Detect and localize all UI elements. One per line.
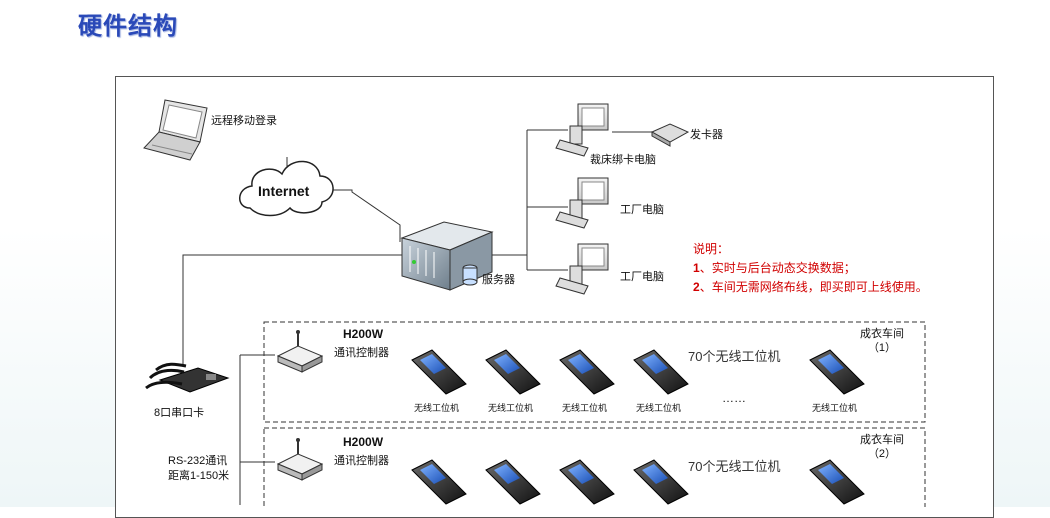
workshop-2-count: 70个无线工位机: [688, 459, 781, 474]
factory-pc-2-label: 工厂电脑: [620, 271, 664, 283]
diagram-frame: [115, 76, 994, 518]
workshop-1-name: 成衣车间: [860, 328, 904, 340]
terminal-icon: [485, 459, 541, 505]
terminal-label: 无线工位机: [812, 403, 858, 413]
note-item-2-num: 2: [693, 280, 700, 294]
note-item-1: 1、实时与后台动态交换数据；: [693, 259, 856, 276]
workshop-2-box: [263, 427, 926, 507]
internet-label: Internet: [258, 183, 310, 199]
terminal-icon: [411, 349, 467, 395]
workshop-1-ellipsis: ……: [722, 391, 746, 405]
desktop-pc-icon: [555, 177, 609, 229]
terminal-label: 无线工位机: [488, 403, 534, 413]
terminal-icon: [809, 459, 865, 505]
serial-card-icon: [145, 362, 230, 393]
note-item-1-text: 、实时与后台动态交换数据；: [699, 261, 856, 275]
workshop-1-title: 成衣车间 （1）: [852, 327, 912, 355]
controller-1-label: 通讯控制器: [334, 347, 389, 359]
factory-pc-1-label: 工厂电脑: [620, 204, 664, 216]
rs232-label: RS-232通讯: [168, 455, 228, 467]
connection-lines: [182, 129, 660, 505]
card-pc-label: 裁床绑卡电脑: [590, 154, 656, 166]
card-reader-icon: [650, 123, 690, 147]
workshop-2-name: 成衣车间: [860, 434, 904, 446]
note-item-2: 2、车间无需网络布线，即买即可上线使用。: [693, 278, 928, 295]
server-label: 服务器: [482, 274, 515, 286]
terminal-icon: [411, 459, 467, 505]
desktop-pc-icon: [555, 243, 609, 295]
remote-login-label: 远程移动登录: [211, 115, 277, 127]
terminal-icon: [559, 349, 615, 395]
terminal-icon: [633, 349, 689, 395]
serial-card-label: 8口串口卡: [154, 407, 205, 419]
router-icon: [276, 330, 324, 373]
server-icon: [400, 221, 494, 291]
terminal-icon: [485, 349, 541, 395]
note-item-1-num: 1: [693, 261, 700, 275]
laptop-icon: [143, 99, 208, 161]
controller-2-label: 通讯控制器: [334, 455, 389, 467]
workshop-2-title: 成衣车间 （2）: [852, 433, 912, 461]
workshop-2-num: （2）: [867, 448, 897, 460]
terminal-icon: [809, 349, 865, 395]
diagram-canvas: [143, 99, 926, 507]
terminal-icon: [633, 459, 689, 505]
controller-2-model: H200W: [343, 435, 384, 449]
workshop-1-count: 70个无线工位机: [688, 349, 781, 364]
terminal-label: 无线工位机: [414, 403, 460, 413]
controller-1-model: H200W: [343, 327, 384, 341]
distance-label: 距离1-150米: [168, 470, 230, 482]
router-icon: [276, 438, 324, 481]
page-title: 硬件结构: [78, 13, 178, 40]
note-title: 说明：: [693, 242, 730, 256]
terminal-icon: [559, 459, 615, 505]
workshop-1-box: [263, 321, 926, 423]
cloud-icon: [239, 160, 334, 217]
note-item-2-text: 、车间无需网络布线，即买即可上线使用。: [699, 280, 928, 294]
terminal-label: 无线工位机: [636, 403, 682, 413]
workshop-1-num: （1）: [867, 342, 897, 354]
terminal-label: 无线工位机: [562, 403, 608, 413]
desktop-pc-icon: [555, 103, 609, 157]
card-issuer-label: 发卡器: [690, 129, 723, 141]
